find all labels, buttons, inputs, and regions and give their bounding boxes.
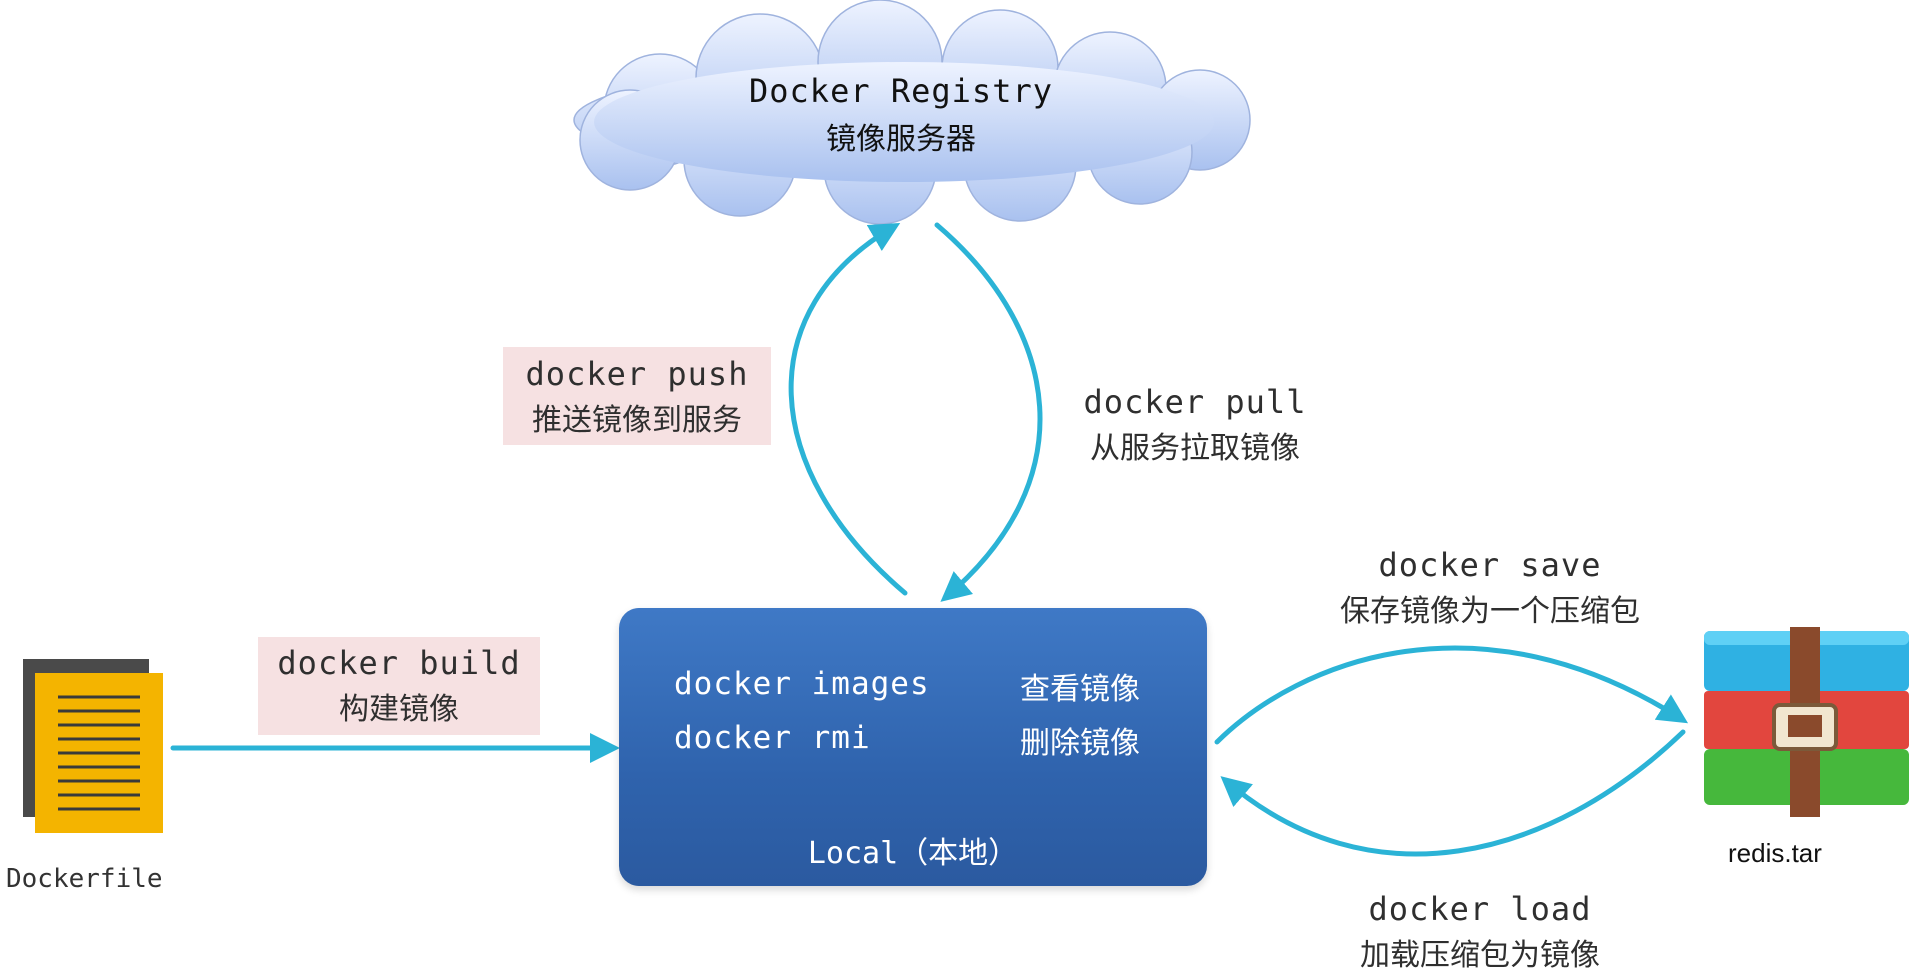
push-label-bg [503,347,771,445]
load-command: docker load [1368,890,1592,928]
pull-command: docker pull [1083,383,1307,421]
push-description: 推送镜像到服务 [532,403,742,438]
pull-arrow [934,222,1043,602]
dockerfile-icon [23,659,163,833]
archive-caption: redis.tar [1728,838,1822,868]
load-description: 加载压缩包为镜像 [1360,938,1600,973]
save-description: 保存镜像为一个压缩包 [1340,594,1640,629]
build-command: docker build [277,644,521,682]
push-command: docker push [525,355,749,393]
rmi-description: 删除镜像 [1020,726,1140,761]
build-label-bg [258,637,540,735]
load-label: docker load 加载压缩包为镜像 [1300,890,1660,974]
local-box: docker images 查看镜像 docker rmi 删除镜像 Local… [619,608,1207,886]
rmi-command: docker rmi [674,720,871,756]
images-description: 查看镜像 [1020,672,1140,707]
push-label: docker push 推送镜像到服务 [503,355,771,439]
registry-label: Docker Registry 镜像服务器 [576,72,1226,158]
push-arrow [788,222,908,596]
build-description: 构建镜像 [339,692,459,727]
pull-label: docker pull 从服务拉取镜像 [1045,383,1345,467]
registry-subtitle: 镜像服务器 [826,122,976,157]
pull-description: 从服务拉取镜像 [1090,431,1300,466]
images-command: docker images [674,666,930,702]
load-arrow [1220,729,1686,857]
archive-icon [1704,627,1909,817]
registry-title: Docker Registry [749,72,1053,110]
build-label: docker build 构建镜像 [258,644,540,728]
local-title: Local（本地） [807,836,1019,871]
dockerfile-caption: Dockerfile [6,864,163,894]
save-command: docker save [1378,546,1602,584]
save-label: docker save 保存镜像为一个压缩包 [1310,546,1670,630]
save-arrow [1214,645,1689,745]
